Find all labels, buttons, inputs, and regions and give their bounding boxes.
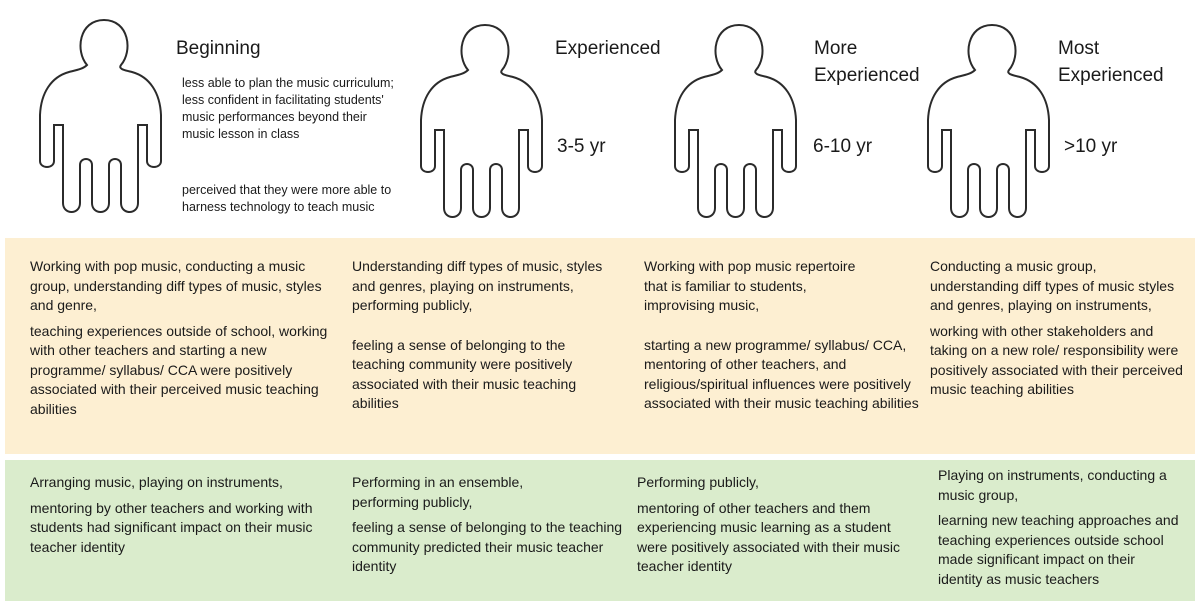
orange-cell-beginning-p2: teaching experiences outside of school, … — [30, 322, 328, 417]
green-cell-experienced-p2: feeling a sense of belonging to the teac… — [352, 519, 623, 574]
orange-cell-experienced: Understanding diff types of music, style… — [352, 257, 622, 420]
green-cell-beginning-p1: Arranging music, playing on instruments, — [30, 474, 283, 490]
teaching-abilities-band — [5, 238, 1195, 454]
person-most-experienced-icon — [927, 23, 1050, 218]
green-cell-experienced-p1: Performing in an ensemble, performing pu… — [352, 474, 524, 510]
orange-cell-more-experienced: Working with pop music repertoire that i… — [644, 257, 920, 420]
stage-title-most-experienced: Most Experienced — [1058, 38, 1164, 86]
beginning-note-1: less able to plan the music curriculum; … — [182, 76, 394, 141]
orange-cell-most-experienced: Conducting a music group, understanding … — [930, 257, 1186, 406]
green-cell-beginning-p2: mentoring by other teachers and working … — [30, 499, 313, 555]
beginning-note-2: perceived that they were more able to ha… — [182, 183, 392, 214]
green-cell-most-experienced-p1: Playing on instruments, conducting a mus… — [938, 467, 1167, 503]
green-cell-more-experienced: Performing publicly, mentoring of other … — [637, 473, 922, 583]
orange-cell-more-experienced-p1: Working with pop music repertoire that i… — [644, 258, 856, 313]
green-cell-experienced: Performing in an ensemble, performing pu… — [352, 473, 624, 583]
green-cell-more-experienced-p2: mentoring of other teachers and them exp… — [637, 499, 900, 575]
orange-cell-experienced-p1: Understanding diff types of music, style… — [352, 258, 603, 313]
teacher-identity-band — [5, 460, 1195, 601]
person-more-experienced-icon — [674, 23, 797, 218]
person-beginning-icon — [39, 18, 162, 213]
orange-cell-beginning: Working with pop music, conducting a mus… — [30, 257, 340, 425]
stage-title-experienced: Experienced — [555, 38, 661, 59]
orange-cell-beginning-p1: Working with pop music, conducting a mus… — [30, 258, 322, 313]
stage-years-experienced: 3-5 yr — [557, 136, 606, 157]
orange-cell-experienced-p2: feeling a sense of belonging to the teac… — [352, 336, 577, 412]
stage-years-more-experienced: 6-10 yr — [813, 136, 873, 157]
stage-title-more-experienced: More Experienced — [814, 38, 920, 86]
green-cell-most-experienced-p2: learning new teaching approaches and tea… — [938, 512, 1179, 587]
stage-title-beginning: Beginning — [176, 38, 261, 59]
green-cell-most-experienced: Playing on instruments, conducting a mus… — [938, 466, 1196, 595]
orange-cell-more-experienced-p2: starting a new programme/ syllabus/ CCA,… — [644, 336, 919, 412]
orange-cell-most-experienced-p2: working with other stakeholders and taki… — [930, 322, 1183, 398]
stage-years-most-experienced: >10 yr — [1064, 136, 1118, 157]
green-cell-more-experienced-p1: Performing publicly, — [637, 474, 759, 490]
orange-cell-most-experienced-p1: Conducting a music group, understanding … — [930, 258, 1175, 313]
green-cell-beginning: Arranging music, playing on instruments,… — [30, 473, 340, 563]
person-experienced-icon — [420, 23, 543, 218]
